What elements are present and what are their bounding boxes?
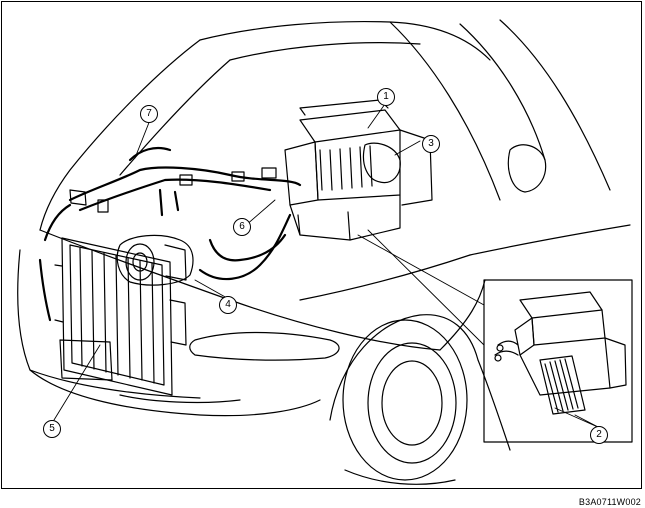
callout-2: 2 — [590, 426, 608, 444]
callout-4: 4 — [219, 296, 237, 314]
condenser-unit — [54, 237, 187, 396]
leader-lines — [53, 103, 601, 429]
callout-5: 5 — [43, 420, 61, 438]
callout-7: 7 — [140, 105, 158, 123]
hvac-unit — [284, 99, 433, 241]
detail-inset — [483, 279, 633, 443]
figure-reference-code: B3A0711W002 — [578, 497, 641, 507]
callout-3: 3 — [422, 135, 440, 153]
callout-6: 6 — [233, 218, 251, 236]
pipe-fittings — [69, 167, 277, 213]
refrigerant-lines — [38, 146, 302, 322]
diagram-frame — [1, 1, 642, 489]
car-body — [17, 19, 631, 485]
compressor — [116, 234, 194, 286]
callout-1: 1 — [377, 88, 395, 106]
